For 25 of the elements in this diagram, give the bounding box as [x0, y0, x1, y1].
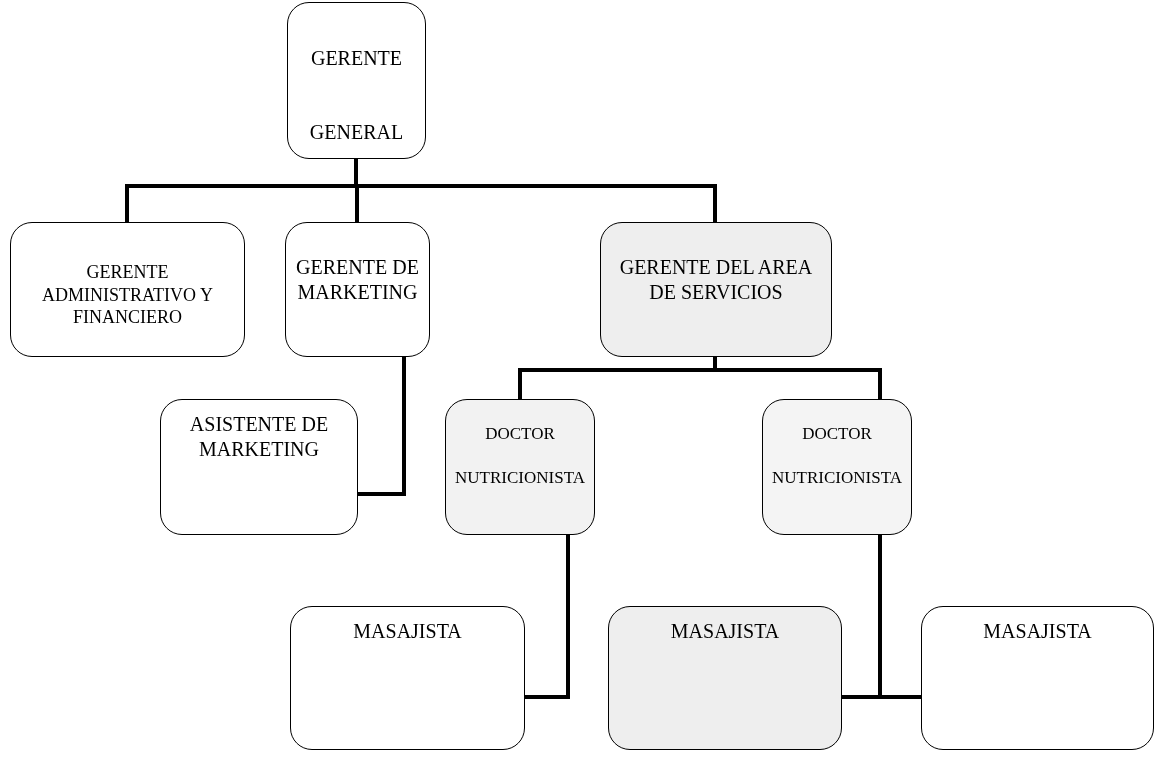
role-title: GERENTE GENERAL — [308, 46, 405, 145]
connector-line — [525, 535, 570, 699]
role-title: MASAJISTA — [982, 619, 1093, 644]
connector-line — [878, 535, 921, 699]
org-box — [160, 399, 358, 535]
org-box — [290, 606, 525, 750]
role-title: GERENTE DEL AREA DE SERVICIOS — [618, 255, 814, 305]
org-box — [921, 606, 1154, 750]
org-box — [287, 2, 426, 159]
role-title: DOCTOR NUTRICIONISTA — [454, 423, 586, 490]
role-title: ASISTENTE DE MARKETING — [188, 412, 330, 462]
role-title: GERENTE DE MARKETING — [295, 255, 420, 305]
org-box — [445, 399, 595, 535]
org-box — [762, 399, 912, 535]
org-box — [608, 606, 842, 750]
org-box — [600, 222, 832, 357]
role-title: DOCTOR NUTRICIONISTA — [771, 423, 903, 490]
connector-line — [358, 357, 406, 496]
connector-line — [713, 357, 882, 399]
role-title: GERENTE ADMINISTRATIVO Y FINANCIERO — [41, 261, 214, 329]
org-box — [285, 222, 430, 357]
role-title: MASAJISTA — [669, 619, 781, 644]
org-box — [10, 222, 245, 357]
role-title: MASAJISTA — [352, 619, 463, 644]
connector-line — [354, 159, 717, 222]
